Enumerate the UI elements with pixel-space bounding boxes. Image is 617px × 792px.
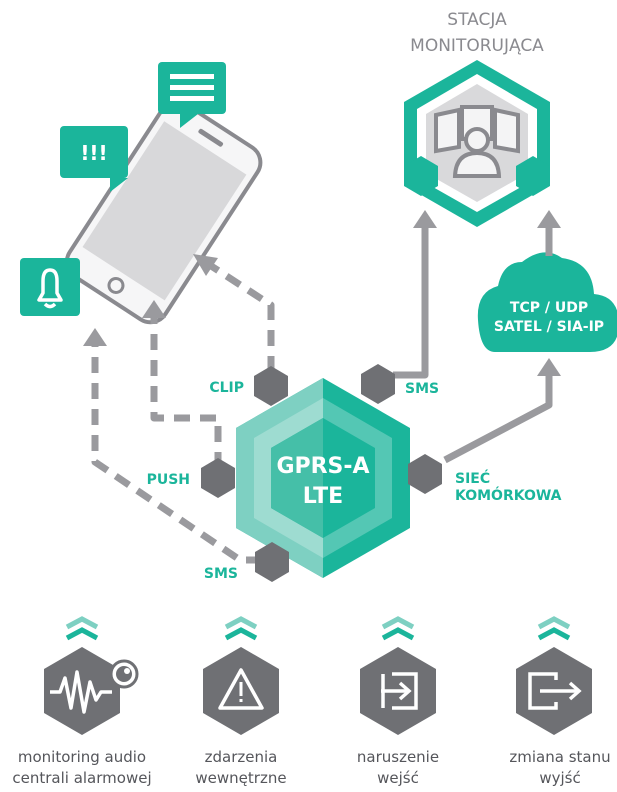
feature-3-caption-line1: naruszenie	[357, 748, 439, 766]
push-label: PUSH	[147, 472, 190, 488]
push-node	[201, 458, 235, 498]
device-name-line2: LTE	[303, 484, 343, 509]
cloud-label-line1: TCP / UDP	[510, 300, 588, 316]
warning-triangle-icon	[203, 647, 279, 735]
gprs-module-icon	[236, 378, 410, 578]
station-icon	[404, 60, 550, 227]
cloud-label-line2: SATEL / SIA-IP	[494, 319, 604, 335]
sms-left-label: SMS	[204, 566, 238, 582]
cloud-icon	[477, 252, 617, 352]
feature-3-caption-line2: wejść	[377, 769, 419, 787]
feature-4-caption-line2: wyjść	[539, 769, 580, 787]
station-title-line2: MONITORUJĄCA	[410, 36, 544, 56]
clip-label: CLIP	[209, 380, 244, 396]
feature-2-caption-line2: wewnętrzne	[195, 769, 286, 787]
input-arrow-icon	[360, 647, 436, 735]
audio-waveform-icon	[44, 647, 139, 735]
message-bubble-icon	[158, 62, 226, 128]
feature-1-caption-line1: monitoring audio	[18, 748, 146, 766]
sms-right-node	[361, 364, 395, 404]
feature-1-caption-line2: centrali alarmowej	[12, 769, 151, 787]
alert-bubble-icon	[60, 126, 128, 192]
chevrons-feature-4	[537, 616, 571, 641]
sms-left-node	[255, 542, 289, 582]
cellular-node	[408, 454, 442, 494]
clip-node	[254, 366, 288, 406]
device-name-line1: GPRS-A	[276, 454, 369, 479]
chevrons-feature-1	[65, 616, 99, 641]
sms-right-label: SMS	[405, 381, 439, 397]
cellular-label-line1: SIEĆ	[455, 469, 490, 487]
notification-bell-icon	[20, 258, 80, 316]
feature-2-caption-line1: zdarzenia	[205, 748, 278, 766]
output-arrow-icon	[516, 647, 592, 735]
station-title-line1: STACJA	[447, 10, 507, 30]
chevrons-feature-2	[224, 616, 258, 641]
chevrons-feature-3	[381, 616, 415, 641]
feature-4-caption-line1: zmiana stanu	[509, 748, 610, 766]
cellular-label-line2: KOMÓRKOWA	[455, 486, 562, 504]
alert-bubble-text: !!!	[80, 141, 107, 165]
